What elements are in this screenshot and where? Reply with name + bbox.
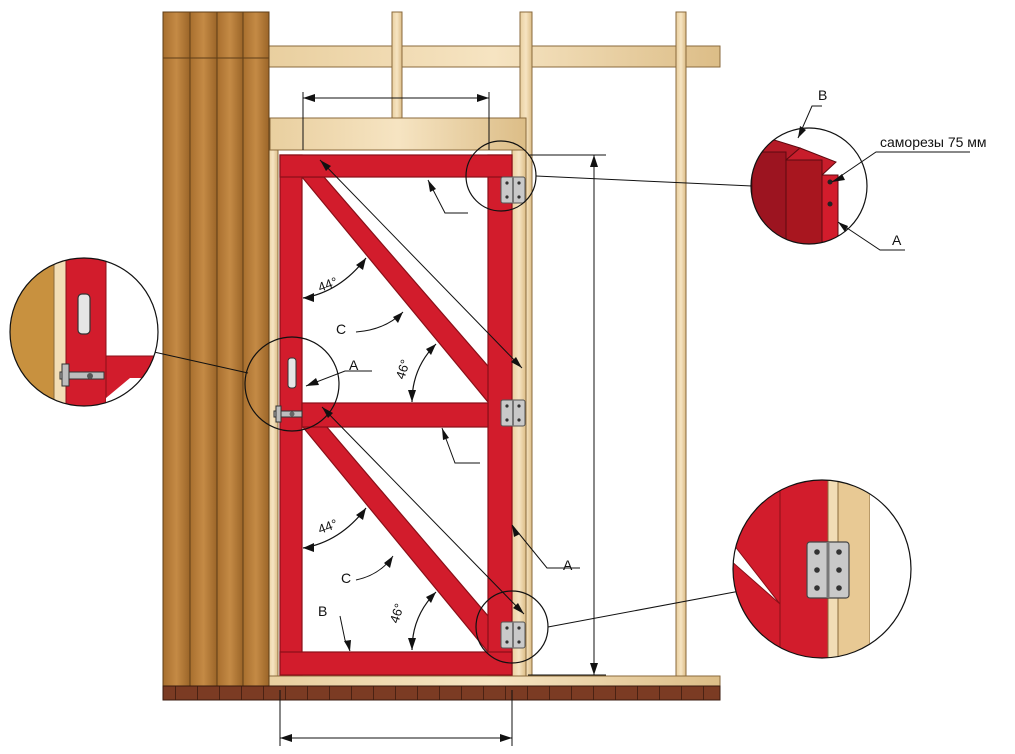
zoom-markers [244, 140, 549, 664]
hinge-icon [500, 399, 526, 427]
hinge-icon [806, 541, 850, 599]
hinge-icon [500, 621, 526, 649]
door-frame [279, 154, 513, 676]
top-rail [279, 154, 513, 178]
floor [162, 685, 721, 701]
labels: C C A A B B A саморезы 75 мм 44° 46° 44°… [316, 87, 987, 625]
detail-corner-joint [750, 105, 970, 251]
detail-handle-latch [9, 257, 159, 407]
leader-lines [153, 175, 753, 652]
label-a-lower: A [563, 557, 573, 573]
angle-arcs [302, 257, 437, 651]
hinge-icon [500, 176, 526, 204]
detail-hinge [732, 479, 912, 659]
door-handle-icon [287, 357, 297, 389]
label-angle-upper-44: 44° [316, 274, 340, 295]
bottom-rail [279, 651, 513, 676]
label-a-upper: A [349, 357, 359, 373]
door-latch-icon [273, 405, 303, 423]
label-angle-upper-46: 46° [393, 358, 413, 381]
label-angle-lower-44: 44° [316, 516, 340, 537]
label-c-lower: C [341, 570, 351, 586]
dimension-lines [279, 92, 606, 746]
label-screws-note: саморезы 75 мм [880, 134, 987, 150]
door-latch-icon [59, 371, 105, 380]
label-b-detail: B [818, 87, 827, 103]
wall-planks [162, 11, 270, 687]
label-angle-lower-46: 46° [387, 602, 407, 625]
label-c-upper: C [336, 321, 346, 337]
label-a-detail: A [892, 232, 902, 248]
door-handle-icon [77, 293, 91, 335]
label-b-bottom: B [318, 603, 327, 619]
